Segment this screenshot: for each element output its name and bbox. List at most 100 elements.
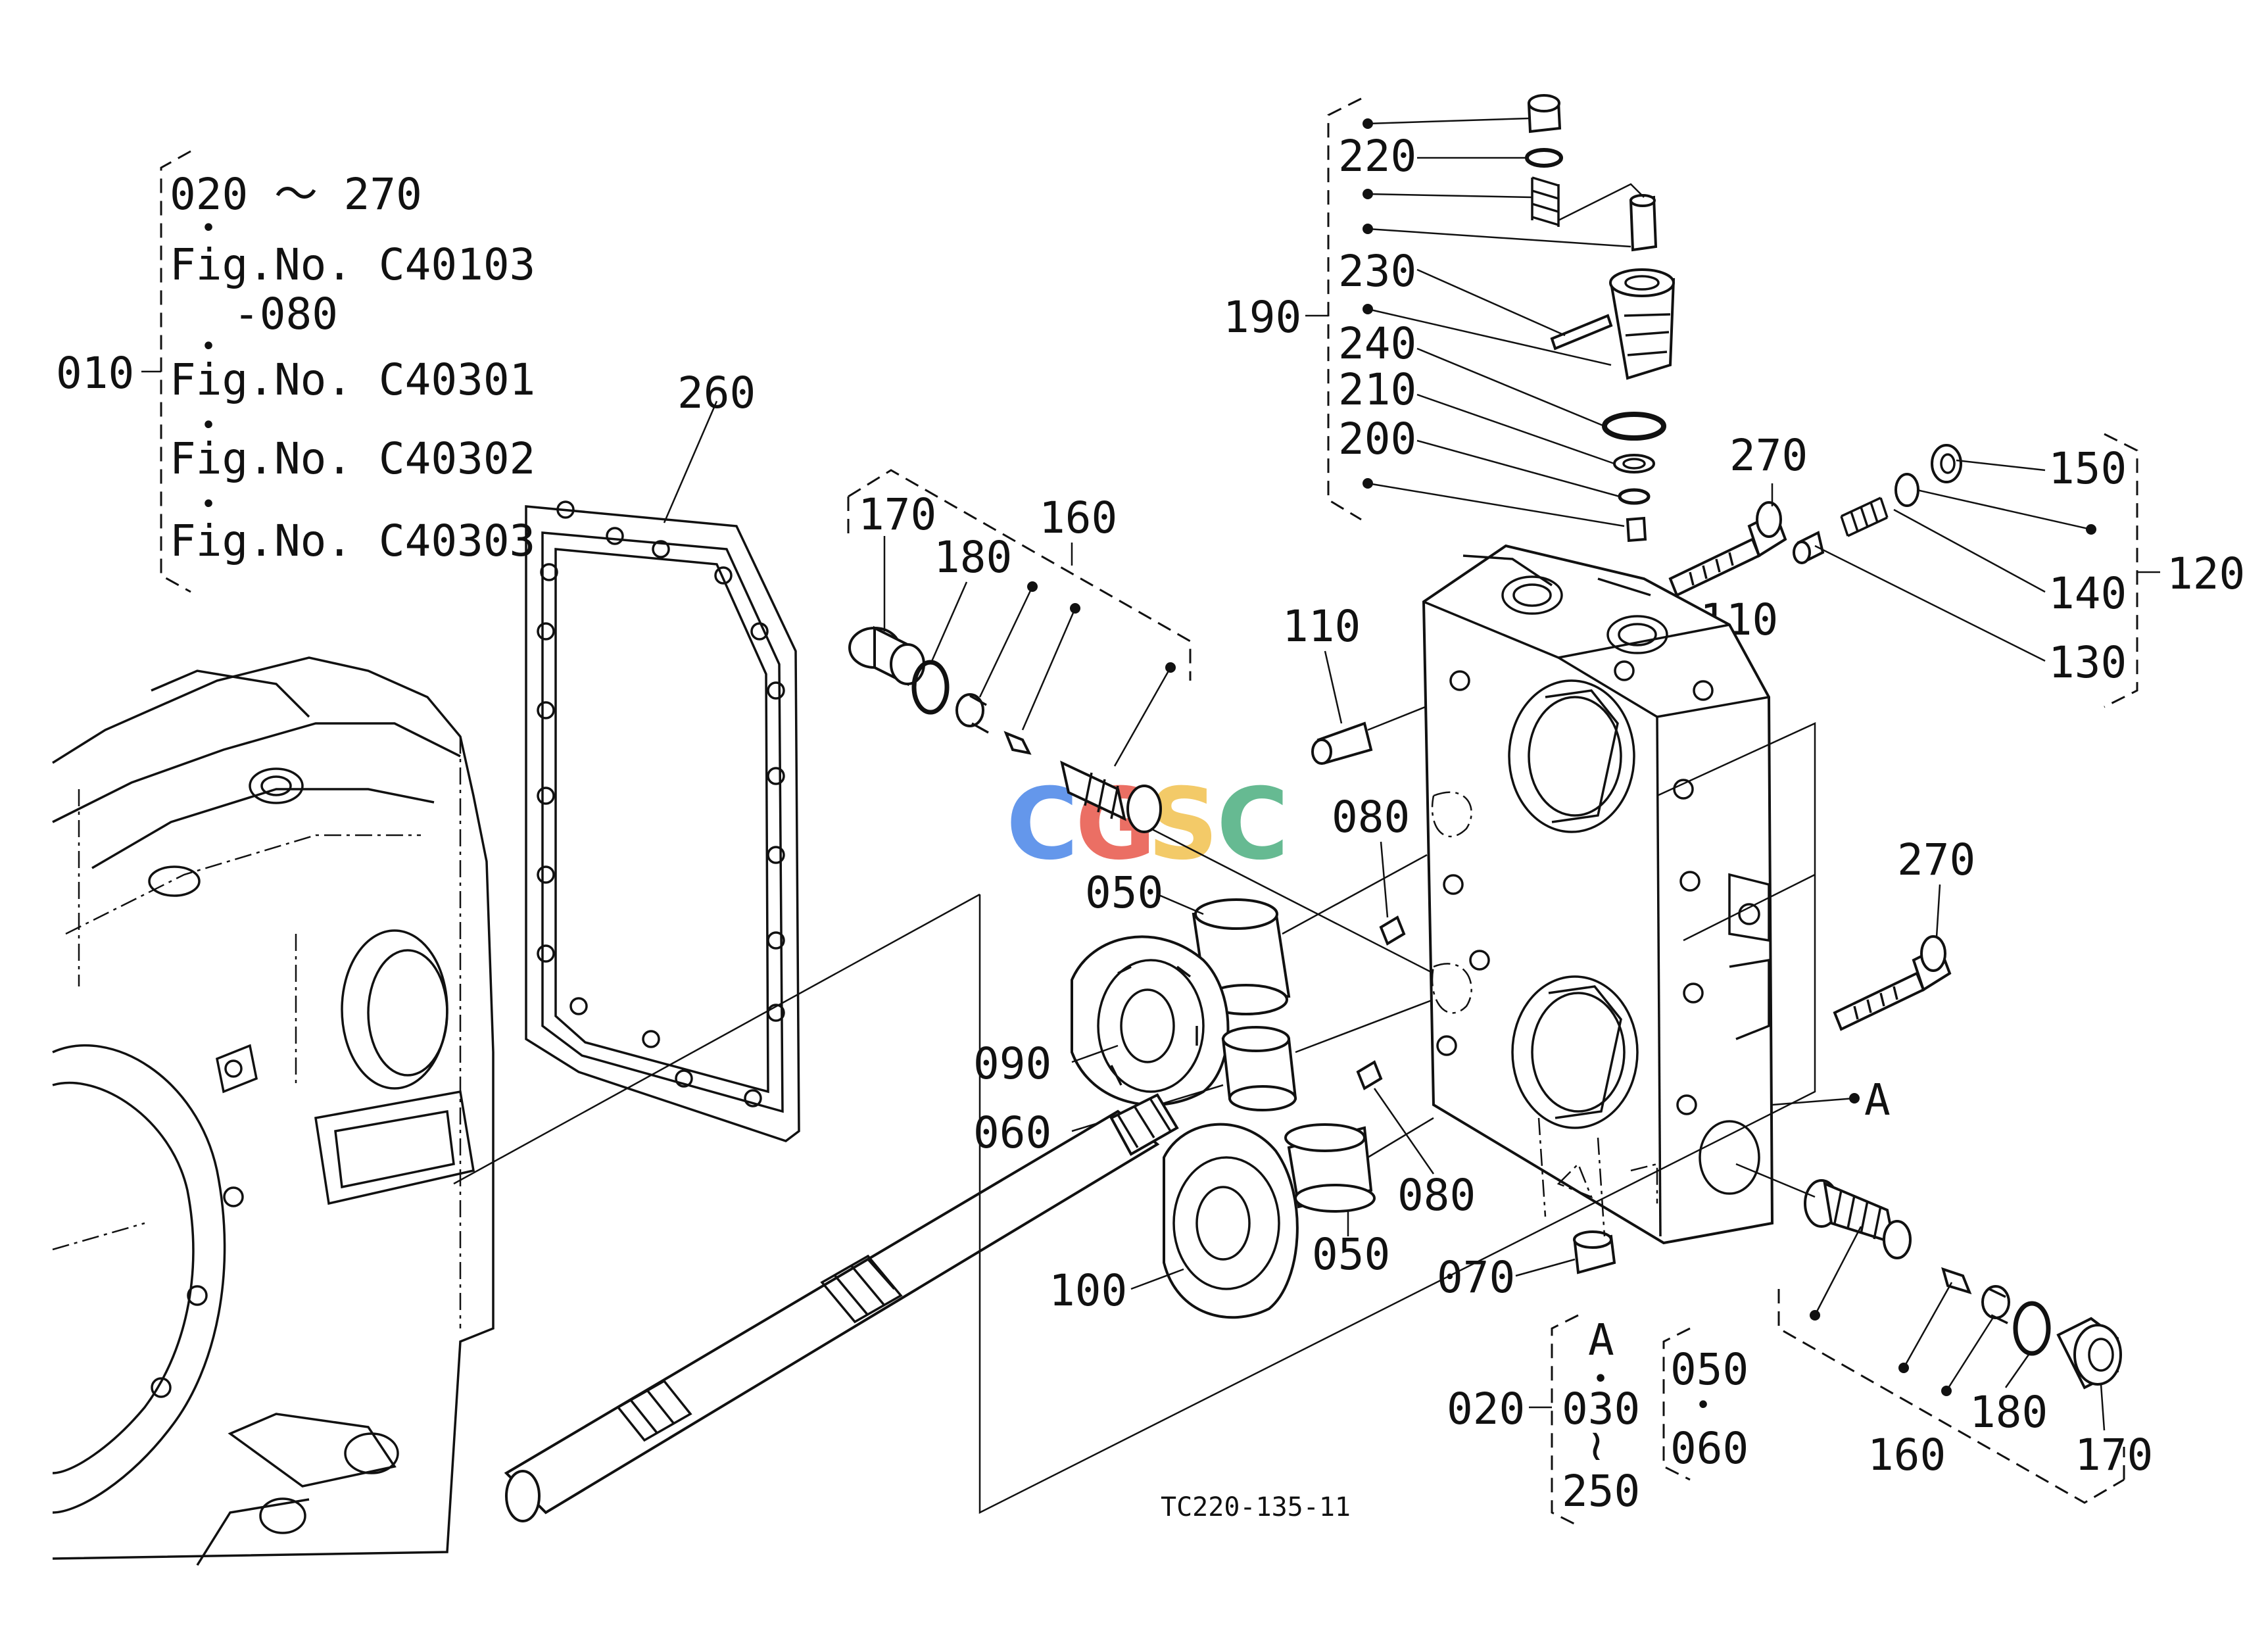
pin-080-top: 080 bbox=[1332, 792, 1410, 946]
ref-bullet-4: • bbox=[201, 489, 216, 520]
plug-170-bottom bbox=[2056, 1317, 2122, 1390]
label-100: 100 bbox=[1049, 1265, 1127, 1316]
label-120: 120 bbox=[2167, 548, 2245, 599]
group-label-A: A bbox=[1588, 1315, 1614, 1365]
ref-fig-c40302: Fig.No. C40302 bbox=[170, 433, 535, 484]
gasket-bolt-holes bbox=[537, 500, 785, 1107]
seat-plug bbox=[1626, 516, 1647, 543]
label-090: 090 bbox=[973, 1038, 1051, 1089]
label-050-bottom: 050 bbox=[1312, 1229, 1390, 1280]
bolt-270-right: 270 bbox=[1833, 835, 1975, 1031]
pin-bottom bbox=[1941, 1267, 1972, 1295]
label-190: 190 bbox=[1223, 292, 1301, 343]
oring-180-bottom bbox=[2013, 1301, 2051, 1356]
ref-bullet-2: • bbox=[201, 331, 216, 362]
label-080-top: 080 bbox=[1332, 792, 1410, 842]
valve-poppet bbox=[1609, 194, 1676, 380]
group-bullet-2: • bbox=[1695, 1390, 1711, 1420]
washer-210 bbox=[1613, 454, 1655, 473]
label-260: 260 bbox=[677, 368, 756, 418]
pump-housing bbox=[1422, 544, 1774, 1245]
watermark-letter-s: S bbox=[1147, 767, 1218, 882]
ref-bullet-1: • bbox=[201, 213, 216, 243]
plug-130 bbox=[1793, 531, 1825, 564]
group-label-050: 050 bbox=[1670, 1344, 1749, 1395]
spring-seat-top bbox=[955, 693, 989, 734]
label-230: 230 bbox=[1338, 246, 1416, 297]
ref-fig-c40301: Fig.No. C40301 bbox=[170, 354, 535, 405]
label-220: 220 bbox=[1338, 131, 1416, 182]
valve-spring-bottom bbox=[1804, 1179, 1912, 1259]
spring-140 bbox=[1840, 473, 1919, 537]
group-label-250: 250 bbox=[1562, 1466, 1640, 1517]
bushing-050-bottom: 050 bbox=[1284, 1117, 1434, 1280]
label-160-bottom: 160 bbox=[1868, 1430, 1946, 1480]
label-170-top: 170 bbox=[858, 489, 936, 540]
label-110-left: 110 bbox=[1282, 601, 1361, 652]
group-label-060: 060 bbox=[1670, 1423, 1749, 1474]
assembly-leader-a bbox=[453, 893, 980, 1185]
retainer-150 bbox=[1931, 444, 1962, 483]
ref-fig-c40103: Fig.No. C40103 bbox=[170, 239, 535, 290]
label-240: 240 bbox=[1338, 318, 1416, 369]
figure-code: TC220-135-11 bbox=[1161, 1492, 1351, 1522]
cap-220 bbox=[1527, 94, 1562, 133]
relief-valve-160-bottom: 180 170 160 bbox=[1735, 1163, 2153, 1504]
group-label-030: 030 bbox=[1562, 1384, 1640, 1434]
ref-fig-c40103-suffix: -080 bbox=[233, 289, 338, 339]
pin-230 bbox=[1550, 314, 1613, 351]
plug-170-top bbox=[848, 625, 925, 687]
label-020: 020 bbox=[1447, 1384, 1525, 1434]
pin-080-bottom: 080 bbox=[1356, 1060, 1476, 1221]
label-060: 060 bbox=[973, 1107, 1051, 1158]
group-bullet-1: • bbox=[1593, 1364, 1608, 1394]
label-170-bottom: 170 bbox=[2075, 1430, 2153, 1480]
label-130: 130 bbox=[2048, 637, 2127, 688]
valve-spring-top bbox=[1060, 760, 1162, 833]
valve-group-190: 190 bbox=[1223, 94, 1676, 543]
ref-bullet-3: • bbox=[201, 410, 216, 441]
spring-220 bbox=[1531, 176, 1560, 227]
label-200: 200 bbox=[1338, 414, 1416, 464]
dowel-110-left: 110 bbox=[1282, 601, 1434, 765]
oring-220 bbox=[1525, 148, 1563, 168]
label-270-right: 270 bbox=[1897, 835, 1975, 885]
valve-group-120: 120 150 140 130 bbox=[1793, 433, 2245, 708]
label-210: 210 bbox=[1338, 364, 1416, 415]
group-020: 020 A • 030 ≀ 250 050 • 060 bbox=[1447, 1314, 1749, 1527]
label-180-top: 180 bbox=[934, 532, 1012, 583]
group-label-tilde: ≀ bbox=[1588, 1420, 1604, 1470]
reference-block: 010 020 ～ 270 • Fig.No. C40103 -080 • Fi… bbox=[56, 150, 535, 593]
label-270-top: 270 bbox=[1729, 430, 1808, 481]
transmission-case bbox=[52, 656, 495, 1566]
assembly-leader-c bbox=[1683, 873, 1816, 942]
label-180-bottom: 180 bbox=[1969, 1387, 2048, 1438]
oring-240 bbox=[1602, 412, 1666, 441]
input-shaft bbox=[504, 1093, 1179, 1522]
label-050-top: 050 bbox=[1085, 867, 1163, 918]
label-140: 140 bbox=[2048, 568, 2127, 619]
relief-valve-160-top: 170 180 160 bbox=[847, 469, 1434, 975]
label-010: 010 bbox=[56, 348, 134, 399]
housing-bolt-holes bbox=[1436, 660, 1714, 1115]
ref-range: 020 ～ 270 bbox=[170, 169, 422, 220]
ref-fig-c40303: Fig.No. C40303 bbox=[170, 516, 535, 566]
side-plate-090: 090 bbox=[973, 935, 1230, 1106]
section-a-marker: A bbox=[1772, 1075, 1891, 1125]
bolt-270-top: 270 bbox=[1668, 430, 1808, 597]
side-plate-100: 100 bbox=[1049, 1123, 1299, 1319]
oring-180-top bbox=[911, 660, 950, 715]
watermark-letter-c2: C bbox=[1217, 767, 1289, 882]
gasket-260: 260 bbox=[525, 368, 800, 1142]
assembly-leader-b bbox=[978, 722, 1816, 1515]
oring-200 bbox=[1618, 488, 1651, 505]
spring-seat-bottom bbox=[1981, 1285, 2010, 1324]
pin-top bbox=[1003, 731, 1032, 755]
label-A: A bbox=[1864, 1075, 1891, 1125]
label-150: 150 bbox=[2048, 443, 2127, 494]
label-160-top: 160 bbox=[1039, 493, 1117, 543]
plug-070: 070 bbox=[1437, 1230, 1616, 1303]
label-080-bottom: 080 bbox=[1397, 1170, 1476, 1221]
